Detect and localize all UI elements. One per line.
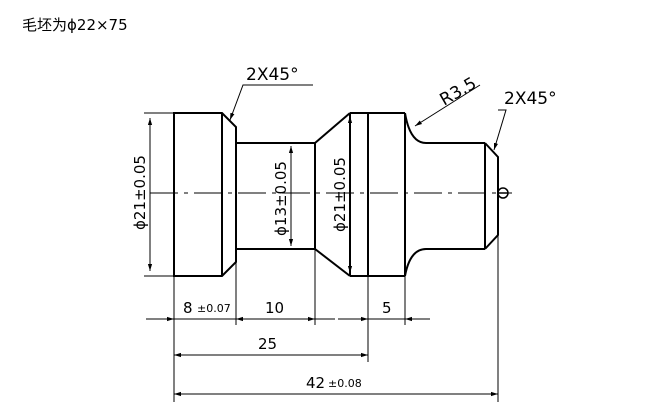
len-5-label: 5 — [382, 299, 392, 317]
length-dimensions-row1 — [146, 313, 430, 322]
chamfer-left-label: 2X45° — [246, 65, 299, 85]
leader-lines — [229, 84, 507, 151]
dia-neck-label: ϕ13±0.05 — [272, 161, 290, 236]
extension-lines — [173, 235, 499, 402]
blank-size-caption: 毛坯为ϕ22×75 — [22, 16, 128, 34]
radius-label: R3.5 — [437, 74, 481, 111]
chamfer-right-label: 2X45° — [504, 89, 557, 109]
len-8-tolerance: ±0.07 — [197, 302, 231, 315]
len-10-label: 10 — [265, 299, 284, 317]
len-8-label: 8 — [183, 299, 193, 317]
len-42-label: 42 — [306, 374, 325, 392]
len-42-tolerance: ±0.08 — [328, 377, 362, 390]
len-25-label: 25 — [258, 335, 277, 353]
dia-left-label: ϕ21±0.05 — [131, 155, 149, 230]
dia-left-dimension — [144, 112, 174, 277]
dia-mid-label: ϕ21±0.05 — [331, 157, 349, 232]
